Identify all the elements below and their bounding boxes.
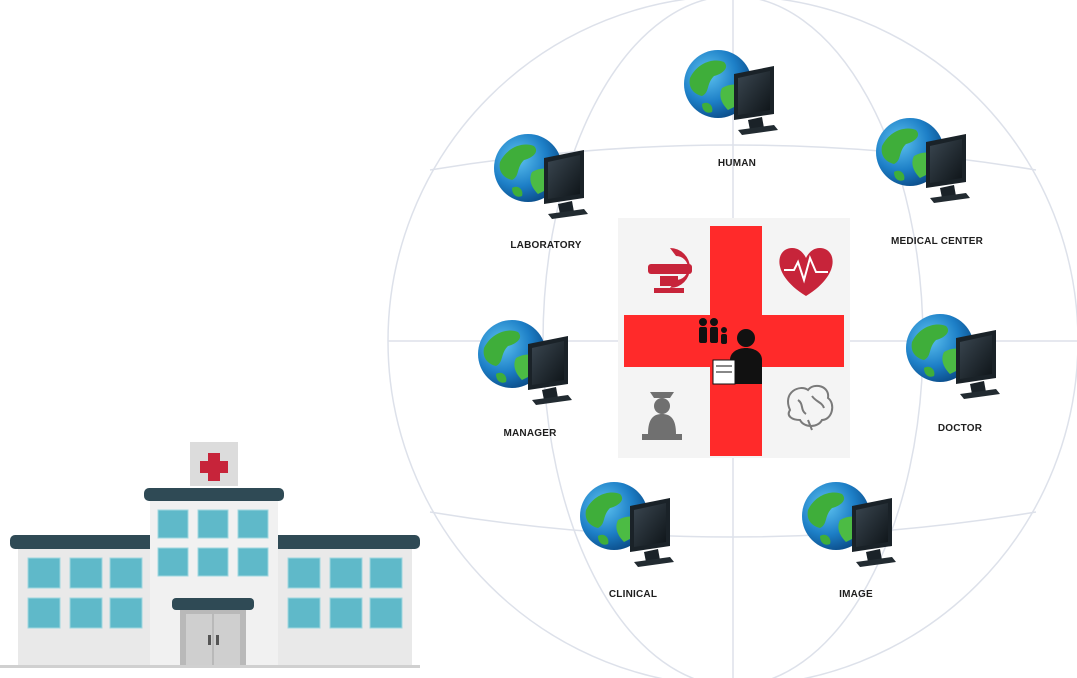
node-medical-center-icon — [876, 118, 970, 203]
node-label-laboratory: LABORATORY — [510, 240, 582, 251]
node-label-manager: MANAGER — [503, 428, 557, 439]
node-label-doctor: DOCTOR — [937, 423, 983, 434]
node-doctor-icon — [906, 314, 1000, 399]
ct-scanner-icon — [648, 248, 692, 293]
node-clinical-icon — [580, 482, 674, 567]
node-human-icon — [684, 50, 778, 135]
family-icon — [699, 318, 727, 344]
node-label-medical-center: MEDICAL CENTER — [890, 236, 984, 247]
nurse-icon — [642, 392, 682, 440]
brain-icon — [787, 384, 834, 431]
node-manager-icon — [478, 320, 572, 405]
doctor-icon — [712, 329, 762, 385]
node-label-human: HUMAN — [717, 158, 757, 169]
heart-ekg-icon — [779, 248, 833, 296]
node-label-image: IMAGE — [839, 589, 873, 600]
node-label-clinical: CLINICAL — [608, 589, 658, 600]
node-laboratory-icon — [494, 134, 588, 219]
